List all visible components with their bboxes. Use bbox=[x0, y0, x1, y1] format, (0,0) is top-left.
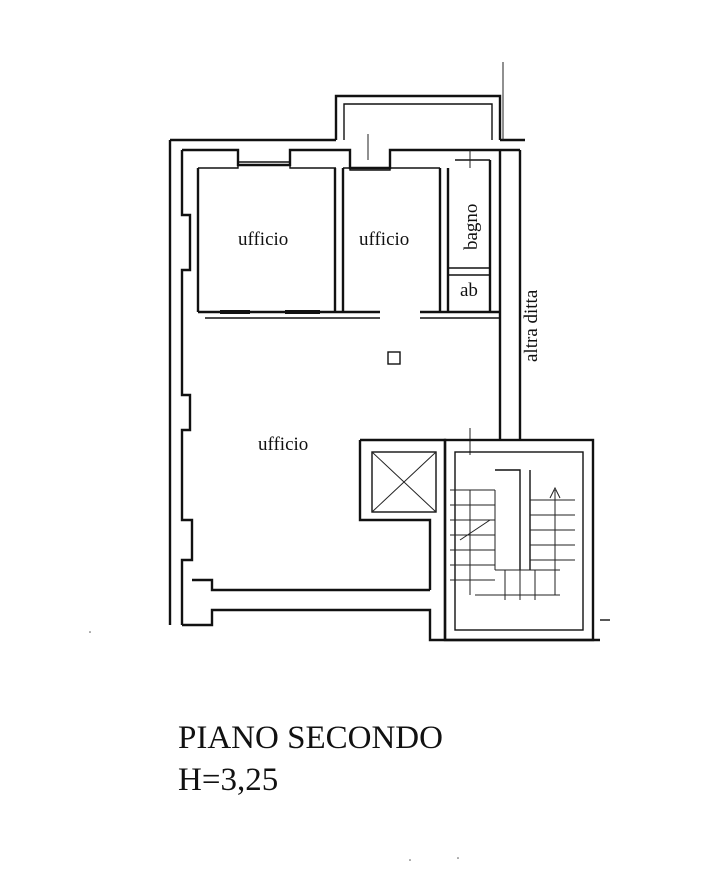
stairwell bbox=[443, 438, 595, 642]
room-label-antibath: ab bbox=[460, 280, 478, 301]
outer-walls bbox=[168, 62, 610, 642]
room-label-bathroom: bagno bbox=[461, 204, 482, 250]
interior-walls bbox=[196, 134, 500, 455]
ceiling-height-label: H=3,25 bbox=[178, 762, 279, 798]
room-label-office-left: ufficio bbox=[238, 229, 288, 250]
plan-title: PIANO SECONDO bbox=[178, 720, 443, 756]
room-label-office-main: ufficio bbox=[258, 434, 308, 455]
room-label-office-middle: ufficio bbox=[359, 229, 409, 250]
neighbor-label: altra ditta bbox=[521, 289, 542, 362]
room-labels: ufficio ufficio bagno ab ufficio altra d… bbox=[238, 204, 542, 455]
